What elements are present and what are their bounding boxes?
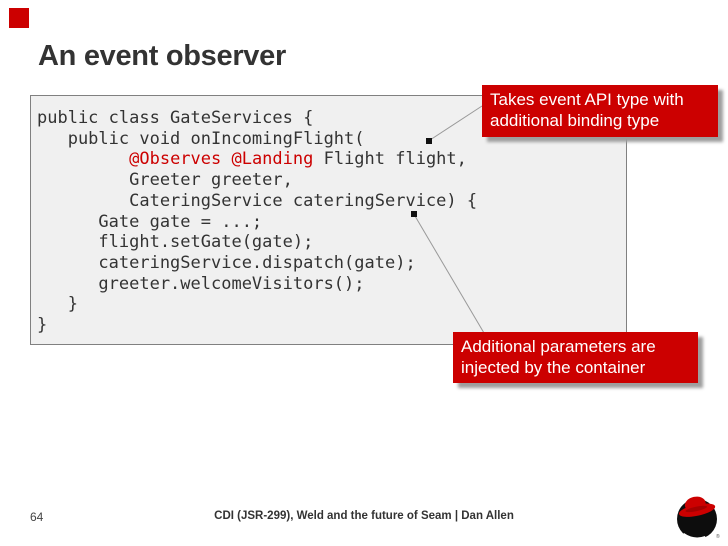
code-rest: Flight flight, bbox=[313, 149, 467, 170]
svg-text:®: ® bbox=[716, 533, 720, 540]
callout-text-line: Additional parameters are bbox=[461, 337, 656, 356]
code-line: } bbox=[37, 315, 48, 336]
code-line: } bbox=[37, 294, 78, 315]
code-point-marker bbox=[411, 211, 417, 217]
code-line: public void onIncomingFlight( bbox=[37, 128, 365, 149]
code-line: public class GateServices { bbox=[37, 108, 314, 128]
code-line: flight.setGate(gate); bbox=[37, 232, 314, 253]
page-number: 64 bbox=[30, 510, 44, 524]
callout-additional-parameters: Additional parameters are injected by th… bbox=[453, 332, 698, 383]
code-line-annotated: @Observes @Landing Flight flight, bbox=[37, 149, 626, 170]
callout-text-line: Takes event API type with bbox=[490, 90, 684, 109]
code-annotation: @Observes @Landing bbox=[129, 149, 314, 170]
code-point-marker bbox=[426, 138, 432, 144]
code-line: Gate gate = ...; bbox=[37, 211, 263, 232]
code-line: Greeter greeter, bbox=[37, 170, 293, 191]
callout-event-api-type: Takes event API type with additional bin… bbox=[482, 85, 718, 137]
slide-corner-accent bbox=[9, 8, 29, 28]
callout-text-line: injected by the container bbox=[461, 358, 646, 377]
code-line: greeter.welcomeVisitors(); bbox=[37, 273, 365, 294]
footer-deck-title: CDI (JSR-299), Weld and the future of Se… bbox=[214, 510, 514, 522]
red-hat-logo-icon: ® bbox=[677, 496, 720, 540]
slide-title: An event observer bbox=[38, 40, 286, 72]
code-line: CateringService cateringService) { bbox=[37, 190, 478, 211]
callout-text-line: additional binding type bbox=[490, 111, 660, 130]
code-line: cateringService.dispatch(gate); bbox=[37, 252, 416, 273]
code-indent bbox=[37, 149, 129, 169]
